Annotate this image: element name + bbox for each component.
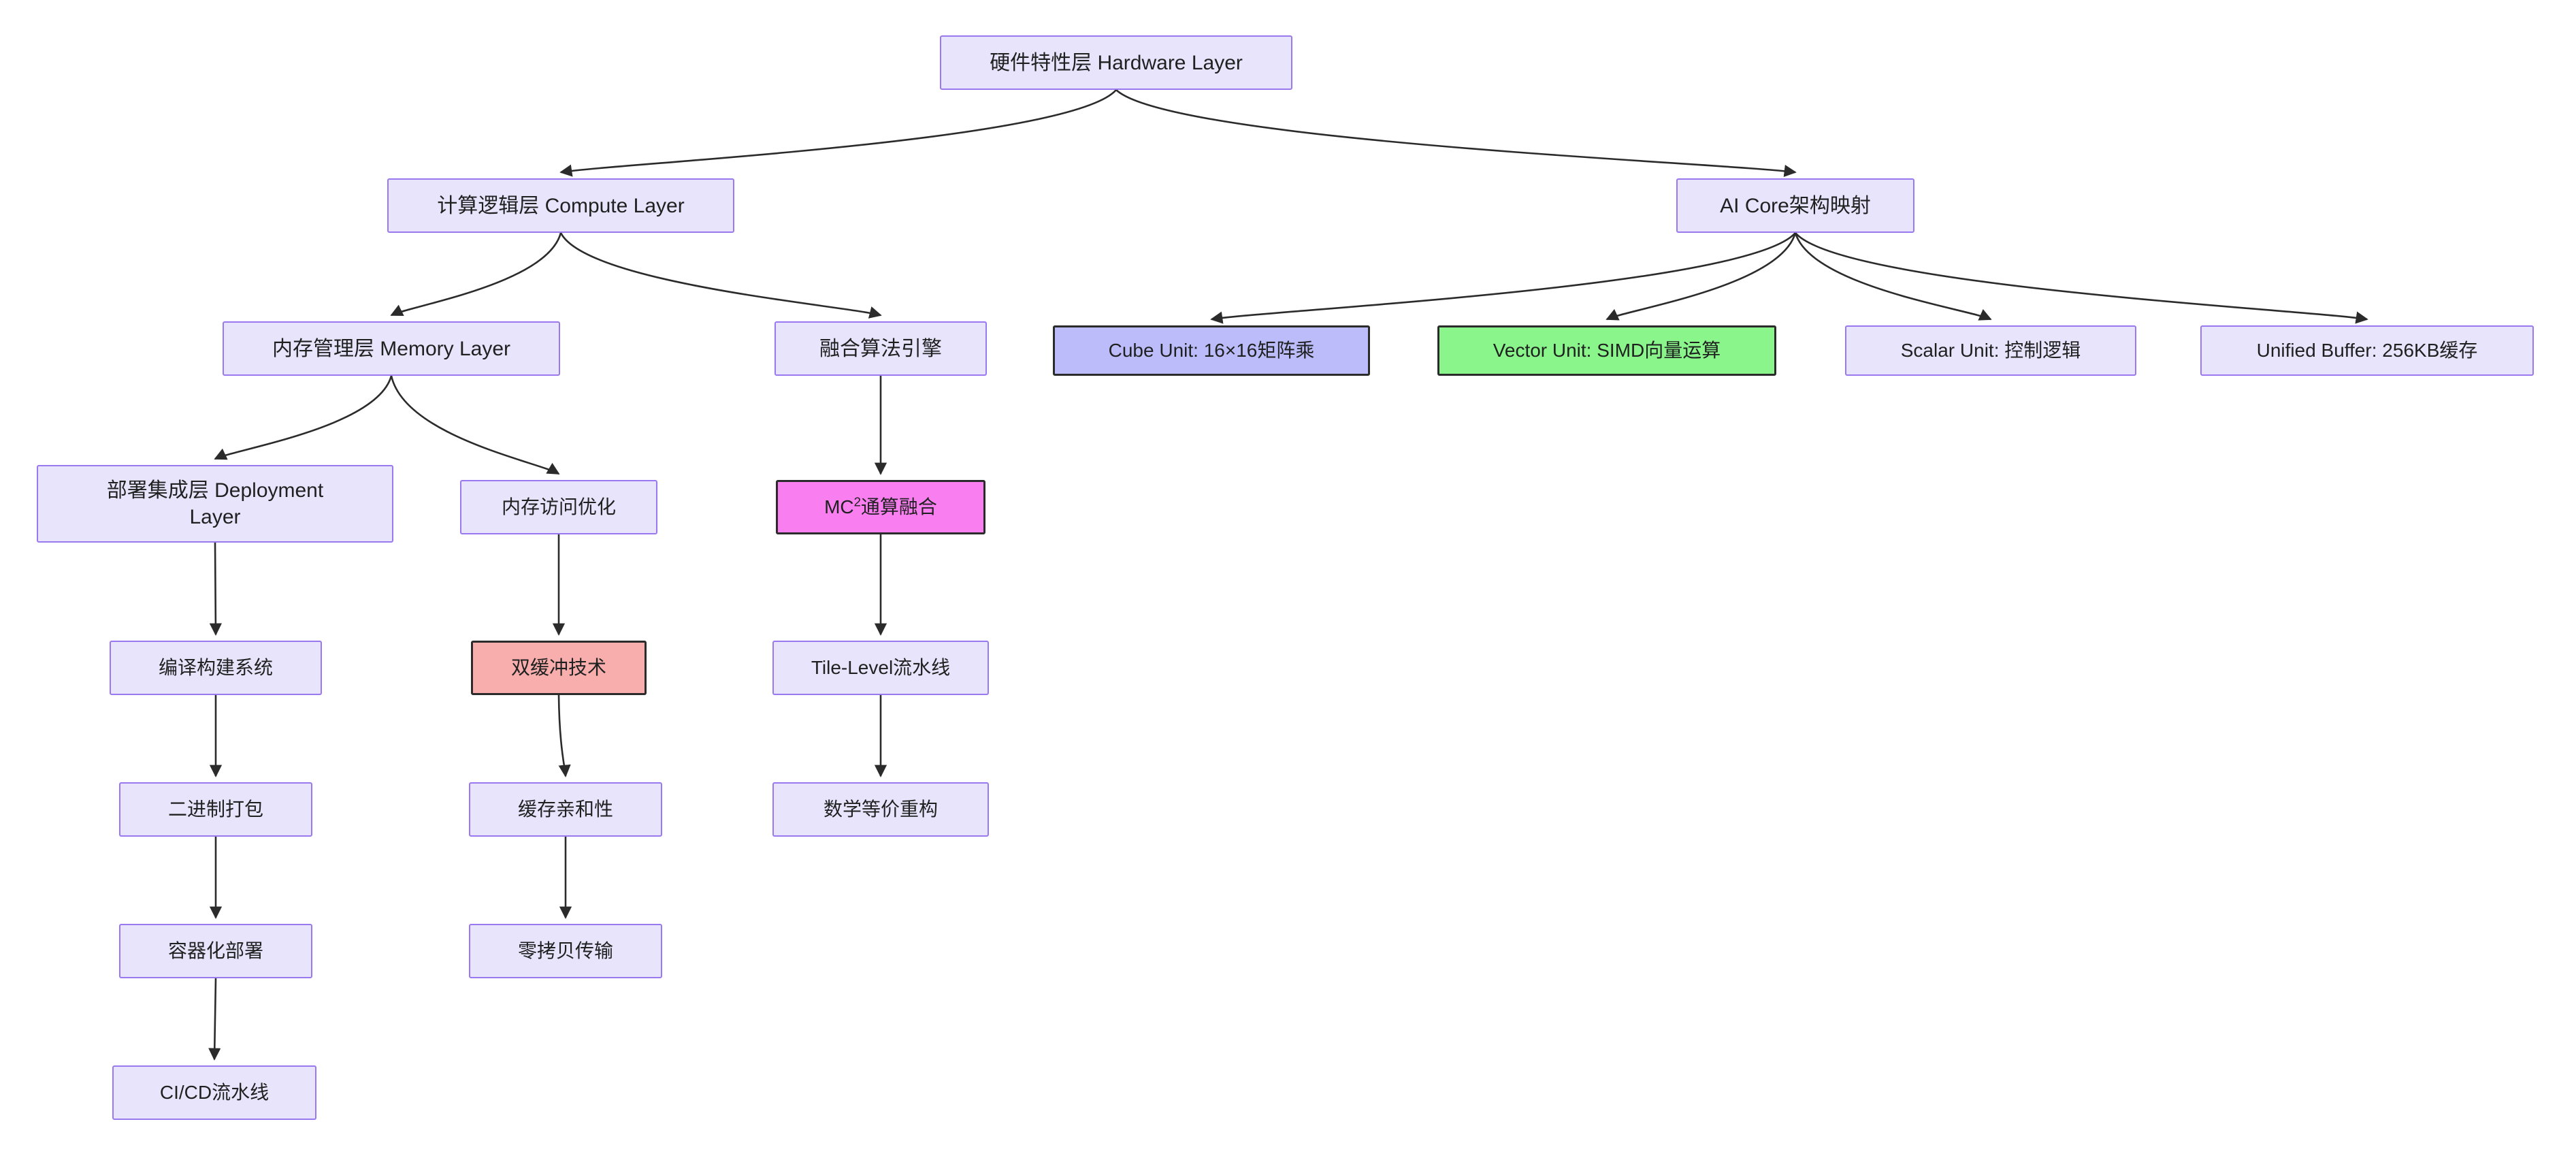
node-label: 融合算法引擎 [819,337,942,360]
node-memopt[interactable]: 内存访问优化 [460,480,657,534]
node-label: Vector Unit: SIMD向量运算 [1493,339,1721,361]
edge-aicore-to-cube [1210,232,1796,324]
node-dbuf[interactable]: 双缓冲技术 [471,641,647,695]
node-deploy[interactable]: 部署集成层 Deployment Layer [37,465,393,543]
node-ubuf[interactable]: Unified Buffer: 256KB缓存 [2200,325,2534,376]
node-hw[interactable]: 硬件特性层 Hardware Layer [940,35,1292,90]
edge-aicore-to-vector [1605,232,1797,321]
edge-container-to-cicd [208,978,221,1061]
node-label: 二进制打包 [167,798,263,820]
node-memory[interactable]: 内存管理层 Memory Layer [223,321,560,376]
node-label: CI/CD流水线 [159,1081,270,1103]
node-binpack[interactable]: 二进制打包 [119,782,312,837]
node-label: 内存管理层 Memory Layer [272,337,511,360]
node-label: AI Core架构映射 [1720,194,1871,217]
node-tile[interactable]: Tile-Level流水线 [772,641,989,695]
edge-aicore-to-ubuf [1795,232,2368,324]
node-label: Unified Buffer: 256KB缓存 [2256,339,2478,361]
node-label: Cube Unit: 16×16矩阵乘 [1108,339,1315,361]
node-mc2[interactable]: MC2通算融合 [776,480,985,534]
node-container[interactable]: 容器化部署 [119,924,312,978]
node-vector[interactable]: Vector Unit: SIMD向量运算 [1437,325,1776,376]
edge-memory-to-memopt [390,375,560,475]
node-label: Scalar Unit: 控制逻辑 [1900,339,2081,361]
node-label: 容器化部署 [167,939,263,961]
edge-dbuf-to-cacheaff [557,694,571,777]
node-cicd[interactable]: CI/CD流水线 [112,1065,316,1120]
node-cacheaff[interactable]: 缓存亲和性 [469,782,662,837]
edge-compute-to-memory [390,232,562,317]
node-build[interactable]: 编译构建系统 [110,641,322,695]
node-label: 部署集成层 Deployment Layer [106,479,324,528]
node-label: Tile-Level流水线 [811,656,951,678]
node-zerocopy[interactable]: 零拷贝传输 [469,924,662,978]
node-label: 计算逻辑层 Compute Layer [437,194,685,217]
edge-deploy-to-build [209,542,222,636]
node-label: 硬件特性层 Hardware Layer [990,51,1243,74]
node-label: 内存访问优化 [501,496,616,517]
edge-hw-to-aicore [1115,89,1797,178]
node-cube[interactable]: Cube Unit: 16×16矩阵乘 [1053,325,1370,376]
node-matheq[interactable]: 数学等价重构 [772,782,989,837]
node-label: 编译构建系统 [158,656,273,678]
node-label: 双缓冲技术 [510,656,606,678]
node-fusion[interactable]: 融合算法引擎 [775,321,987,376]
node-label: 零拷贝传输 [517,939,613,961]
edge-hw-to-compute [559,89,1117,177]
edge-memory-to-deploy [214,375,393,460]
node-label: 数学等价重构 [823,798,938,820]
edge-compute-to-fusion [559,232,882,319]
node-scalar[interactable]: Scalar Unit: 控制逻辑 [1845,325,2136,376]
node-label: MC2通算融合 [824,494,937,517]
edge-aicore-to-scalar [1794,232,1992,321]
node-compute[interactable]: 计算逻辑层 Compute Layer [387,178,734,233]
node-aicore[interactable]: AI Core架构映射 [1676,178,1914,233]
node-label: 缓存亲和性 [517,798,613,820]
